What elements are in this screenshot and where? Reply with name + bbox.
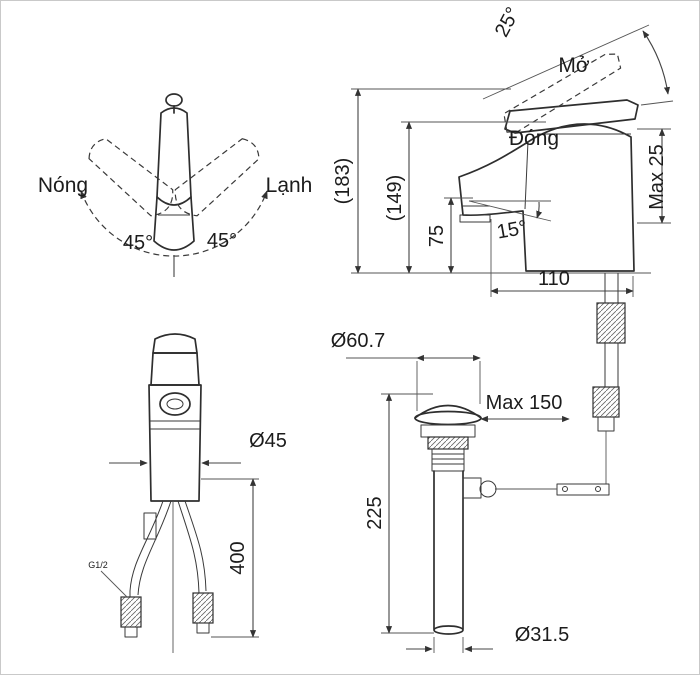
ball-joint [479,480,497,498]
spout-height-dim: (149) [384,175,406,222]
left-hose-nut [120,596,142,628]
pipe-diameter-dim: Ø31.5 [515,624,569,646]
supply-hose-assembly [495,273,626,496]
drain-height-dim: 225 [364,496,386,529]
handle-knob [165,93,183,107]
max-rod-length-dim: Max 150 [486,392,563,414]
open-angle-arc [642,30,671,95]
pop-up-drain-view: Ø60.7 Max 150 225 Ø31.5 [331,330,570,653]
left-swing-angle-dim: 45° [123,232,153,254]
right-hose-nut [192,592,214,624]
closed-label: Đóng [509,127,559,150]
open-label: Mở [558,54,589,77]
handle-top-front [152,333,198,354]
body-front [148,384,202,502]
outlet-height-dim: 75 [426,225,448,247]
lever-open-angle-dim: 25° [491,4,525,41]
body-diameter-dim: Ø45 [249,430,287,452]
spout-reach-dim: 110 [538,268,570,290]
max-deck-dim: Max 25 [646,144,668,210]
handle-base [153,196,195,251]
drain-washer [427,436,469,450]
handle-lever-center [156,107,192,206]
faucet-front-view: G1/2 Ø45 400 [88,333,287,653]
faucet-side-view: 25° Mở Đóng (183) (149) 75 15° Max 25 11… [332,4,674,496]
hose-nut [592,386,620,418]
swing-arc [80,190,268,257]
ball-rod-tee [462,477,482,499]
flange-diameter-dim: Ø60.7 [331,330,385,352]
spout-outlet-front [159,392,191,416]
aerator [459,214,491,223]
supply-hoses-front [120,500,214,653]
cold-label: Lạnh [266,174,313,197]
hose-length-dim: 400 [227,541,249,574]
handle-lever-left-position [82,131,180,222]
handle-front [150,352,200,386]
lift-rod-clevis [556,483,610,496]
handle-swing-view: Nóng Lạnh 45° 45° [38,93,313,277]
hot-label: Nóng [38,174,88,197]
handle-lever-right-position [168,131,266,222]
right-swing-angle-dim: 45° [207,230,237,252]
drain-thread-section [431,448,465,472]
hose-connector [596,302,626,344]
mounting-stud [143,512,157,540]
spout-angle-dim: 15° [495,217,529,244]
thread-size-label: G1/2 [88,560,108,570]
overall-height-dim: (183) [332,158,354,205]
